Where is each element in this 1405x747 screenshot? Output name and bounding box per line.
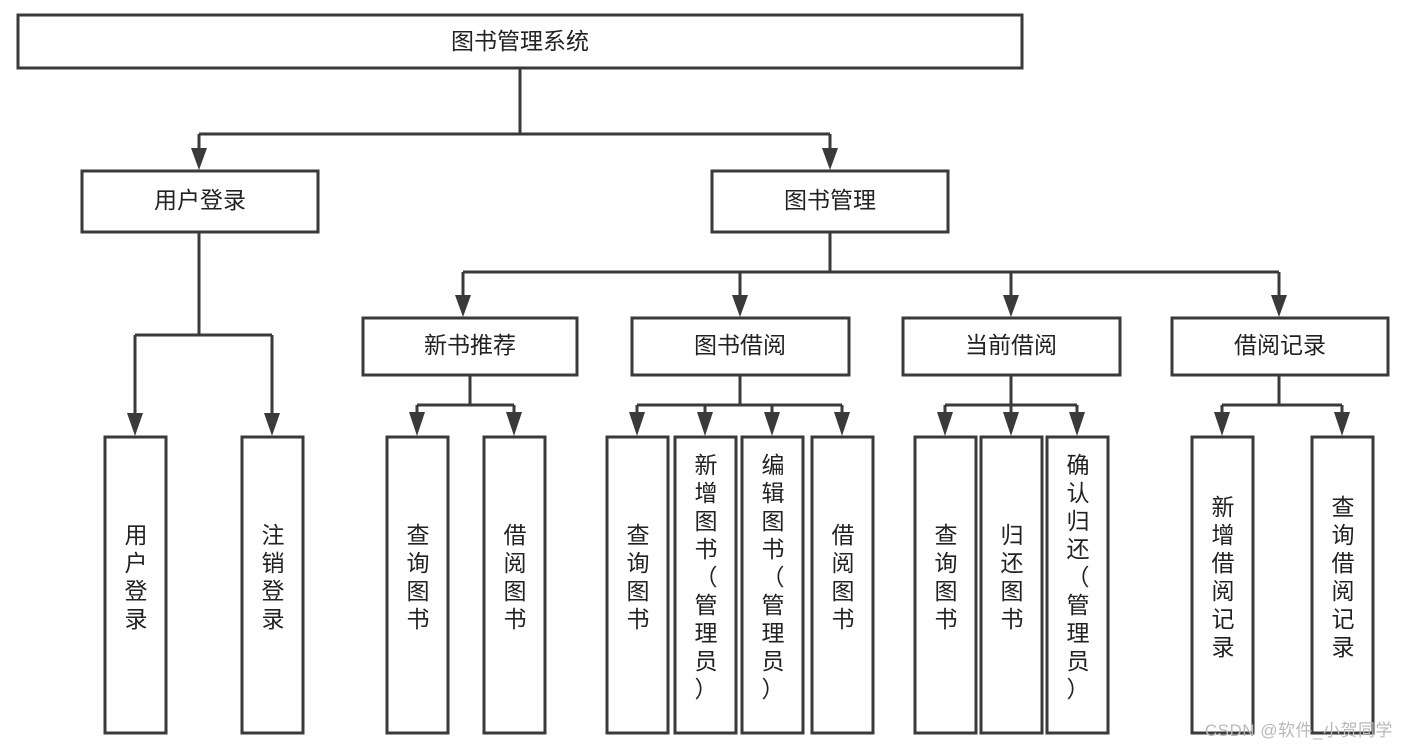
node-current-borrow[interactable]: 当前借阅 (901, 316, 1122, 377)
node-leaf-add-record-label: 新增借阅记录 (1212, 494, 1235, 660)
node-leaf-query-book-3-box[interactable] (913, 435, 978, 735)
node-leaf-add-book-box[interactable] (673, 435, 738, 735)
node-book-borrow-label: 图书借阅 (694, 332, 786, 358)
node-root-box[interactable] (16, 13, 1024, 70)
node-leaf-query-record[interactable]: 查询借阅记录 (1310, 435, 1375, 735)
node-leaf-add-book[interactable]: 新增图书（管理员） (673, 435, 738, 735)
arrow-head-new-book-recommend (455, 295, 471, 317)
node-leaf-confirm-return-box[interactable] (1045, 435, 1110, 735)
arrow-head-leaf-confirm-return (1069, 412, 1085, 436)
node-borrow-record-label: 借阅记录 (1234, 332, 1326, 358)
node-book-borrow[interactable]: 图书借阅 (630, 316, 851, 377)
node-user-login[interactable]: 用户登录 (80, 169, 320, 234)
arrow-head-leaf-query-record (1334, 412, 1350, 436)
node-leaf-user-login-label: 用户登录 (125, 522, 148, 632)
arrow-head-leaf-query-book-3 (937, 412, 953, 436)
arrow-head-leaf-query-book-2 (629, 412, 645, 436)
arrow-head-leaf-user-login (127, 413, 143, 436)
node-leaf-query-record-label: 查询借阅记录 (1332, 494, 1355, 660)
node-leaf-query-book-1-box[interactable] (385, 435, 450, 735)
node-user-login-label: 用户登录 (154, 187, 246, 213)
arrow-head-book-borrow (732, 295, 748, 317)
node-leaf-user-logout-label: 注销登录 (262, 522, 285, 632)
node-leaf-edit-book[interactable]: 编辑图书（管理员） (740, 435, 805, 735)
node-leaf-query-book-3-label: 查询图书 (935, 522, 958, 632)
node-leaf-borrow-book-2-box[interactable] (810, 435, 875, 735)
arrow-head-leaf-return-book (1003, 412, 1019, 436)
arrow-head-leaf-borrow-book-2 (834, 412, 850, 436)
node-leaf-query-book-2-box[interactable] (605, 435, 670, 735)
node-leaf-borrow-book-2-label: 借阅图书 (832, 522, 855, 632)
node-leaf-user-login-box[interactable] (103, 435, 168, 735)
node-root-label: 图书管理系统 (451, 28, 589, 54)
arrow-head-borrow-record (1271, 295, 1287, 317)
node-book-manage-box[interactable] (710, 169, 950, 234)
node-leaf-borrow-book-2[interactable]: 借阅图书 (810, 435, 875, 735)
arrow-head-book-manage (822, 148, 838, 170)
node-book-borrow-box[interactable] (630, 316, 851, 377)
connector-layer (127, 68, 1350, 436)
node-leaf-edit-book-box[interactable] (740, 435, 805, 735)
node-user-login-box[interactable] (80, 169, 320, 234)
node-leaf-add-record[interactable]: 新增借阅记录 (1190, 435, 1255, 735)
node-leaf-borrow-book-1[interactable]: 借阅图书 (482, 435, 547, 735)
arrow-head-current-borrow (1003, 295, 1019, 317)
node-current-borrow-box[interactable] (901, 316, 1122, 377)
node-borrow-record[interactable]: 借阅记录 (1170, 316, 1390, 377)
arrow-head-leaf-add-book (697, 412, 713, 436)
node-leaf-query-book-2-label: 查询图书 (627, 522, 650, 632)
node-new-book-recommend[interactable]: 新书推荐 (361, 316, 579, 377)
node-new-book-recommend-box[interactable] (361, 316, 579, 377)
node-leaf-return-book-label: 归还图书 (1001, 522, 1024, 632)
node-leaf-query-book-1-label: 查询图书 (407, 522, 430, 632)
node-borrow-record-box[interactable] (1170, 316, 1390, 377)
node-leaf-user-logout[interactable]: 注销登录 (240, 435, 305, 735)
arrow-head-user-login (191, 148, 207, 170)
arrow-head-leaf-borrow-book-1 (506, 412, 522, 436)
node-root[interactable]: 图书管理系统 (16, 13, 1024, 70)
node-leaf-edit-book-label: 编辑图书（管理员） (762, 452, 785, 702)
arrow-head-leaf-add-record (1214, 412, 1230, 436)
node-leaf-query-book-1[interactable]: 查询图书 (385, 435, 450, 735)
node-leaf-query-record-box[interactable] (1310, 435, 1375, 735)
node-leaf-return-book-box[interactable] (979, 435, 1044, 735)
node-current-borrow-label: 当前借阅 (965, 332, 1057, 358)
node-leaf-confirm-return-label: 确认归还（管理员） (1067, 452, 1090, 702)
node-leaf-user-logout-box[interactable] (240, 435, 305, 735)
arrow-head-leaf-edit-book (764, 412, 780, 436)
arrow-head-leaf-user-logout (264, 413, 280, 436)
node-leaf-borrow-book-1-label: 借阅图书 (504, 522, 527, 632)
node-new-book-recommend-label: 新书推荐 (424, 332, 516, 358)
node-leaf-user-login[interactable]: 用户登录 (103, 435, 168, 735)
node-book-manage[interactable]: 图书管理 (710, 169, 950, 234)
node-leaf-borrow-book-1-box[interactable] (482, 435, 547, 735)
node-leaf-add-book-label: 新增图书（管理员） (695, 452, 718, 702)
arrow-head-leaf-query-book-1 (409, 412, 425, 436)
node-leaf-return-book[interactable]: 归还图书 (979, 435, 1044, 735)
node-leaf-add-record-box[interactable] (1190, 435, 1255, 735)
node-book-manage-label: 图书管理 (784, 187, 876, 213)
node-leaf-query-book-3[interactable]: 查询图书 (913, 435, 978, 735)
node-leaf-query-book-2[interactable]: 查询图书 (605, 435, 670, 735)
node-leaf-confirm-return[interactable]: 确认归还（管理员） (1045, 435, 1110, 735)
